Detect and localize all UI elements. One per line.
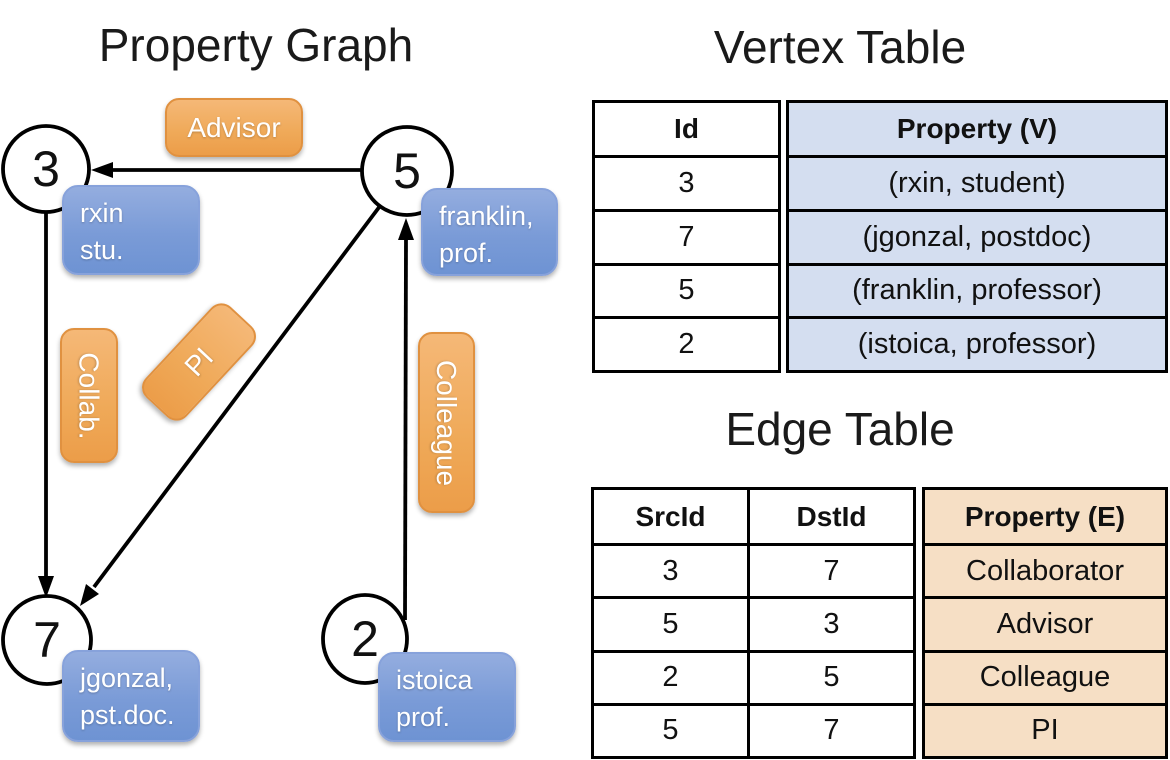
edge-colleague-arrowhead-icon [398,218,414,240]
edge-label-collab: Collab. [60,328,118,463]
edge-label-pi-text: PI [178,341,219,382]
vertex-table-property-cell: (franklin, professor) [789,262,1165,317]
vertex-2-property-line2: prof. [396,702,451,732]
vertex-table-property-cell: (jgonzal, postdoc) [789,208,1165,263]
vertex-5-id: 5 [393,143,421,199]
vertex-table-id-cell: 3 [595,155,778,209]
edge-table-dst-cell: 7 [747,543,913,597]
edge-table-property-cell: Colleague [925,649,1165,703]
edge-table-src-cell: 3 [594,543,747,596]
vertex-table-id-cell: 5 [595,262,778,317]
edge-label-colleague-text: Colleague [431,359,463,486]
vertex-table-property-column: Property (V) (rxin, student) (jgonzal, p… [786,100,1168,373]
edge-advisor-arrowhead-icon [91,162,113,178]
vertex-5-property-line2: prof. [439,238,494,268]
edge-colleague-line [403,237,408,621]
edge-pi-line [92,204,382,589]
vertex-2-property-line1: istoica [396,665,473,695]
edge-label-advisor: Advisor [165,98,303,157]
edge-table-dst-cell: 5 [747,649,913,703]
edge-table-src-cell: 5 [594,702,747,756]
vertex-table-property-cell: (istoica, professor) [789,316,1165,370]
edge-label-advisor-text: Advisor [187,111,281,143]
vertex-3-property-box: rxin stu. [62,185,200,275]
edge-table-property-cell: Advisor [925,596,1165,650]
vertex-table-title: Vertex Table [713,21,967,73]
edge-table-dst-cell: 3 [747,596,913,650]
edge-table-src-dst-columns: SrcId DstId 3 7 5 3 2 5 5 7 [591,487,916,759]
vertex-2-property-box: istoica prof. [378,652,516,742]
edge-table-header-srcid: SrcId [635,500,706,532]
edge-label-colleague: Colleague [418,332,475,513]
edge-table-property-column: Property (E) Collaborator Advisor Collea… [922,487,1168,759]
edge-label-collab-text: Collab. [74,351,106,440]
edge-table-src-cell: 5 [594,596,747,649]
edge-table-header-dstid: DstId [747,490,913,543]
edge-pi-arrowhead-icon [80,584,99,606]
page-title-property-graph: Property Graph [98,19,414,71]
vertex-7-property-box: jgonzal, pst.doc. [62,650,200,742]
edge-table-title: Edge Table [725,403,955,455]
edge-collab-arrowhead-icon [38,576,54,598]
vertex-7-property-line1: jgonzal, [80,663,174,693]
edge-table-property-cell: PI [925,702,1165,756]
vertex-table-property-cell: (rxin, student) [789,155,1165,209]
vertex-5-property-line1: franklin, [439,201,534,231]
edge-table-header-property: Property (E) [925,490,1165,543]
edge-table-property-cell: Collaborator [925,543,1165,597]
vertex-table-id-cell: 2 [595,316,778,370]
vertex-3-id: 3 [32,141,60,197]
vertex-table-header-property: Property (V) [789,103,1165,155]
vertex-table-id-column: Id 3 7 5 2 [592,100,781,373]
vertex-3-property-line1: rxin [80,198,124,228]
vertex-table-id-cell: 7 [595,208,778,263]
vertex-3-property-line2: stu. [80,235,124,265]
vertex-7-property-line2: pst.doc. [80,700,175,730]
vertex-5-property-box: franklin, prof. [421,188,558,276]
edge-table-dst-cell: 7 [747,702,913,756]
vertex-2-id: 2 [351,611,379,667]
edge-table-src-cell: 2 [594,649,747,703]
vertex-table-header-id: Id [674,113,699,144]
vertex-7-id: 7 [33,612,61,668]
